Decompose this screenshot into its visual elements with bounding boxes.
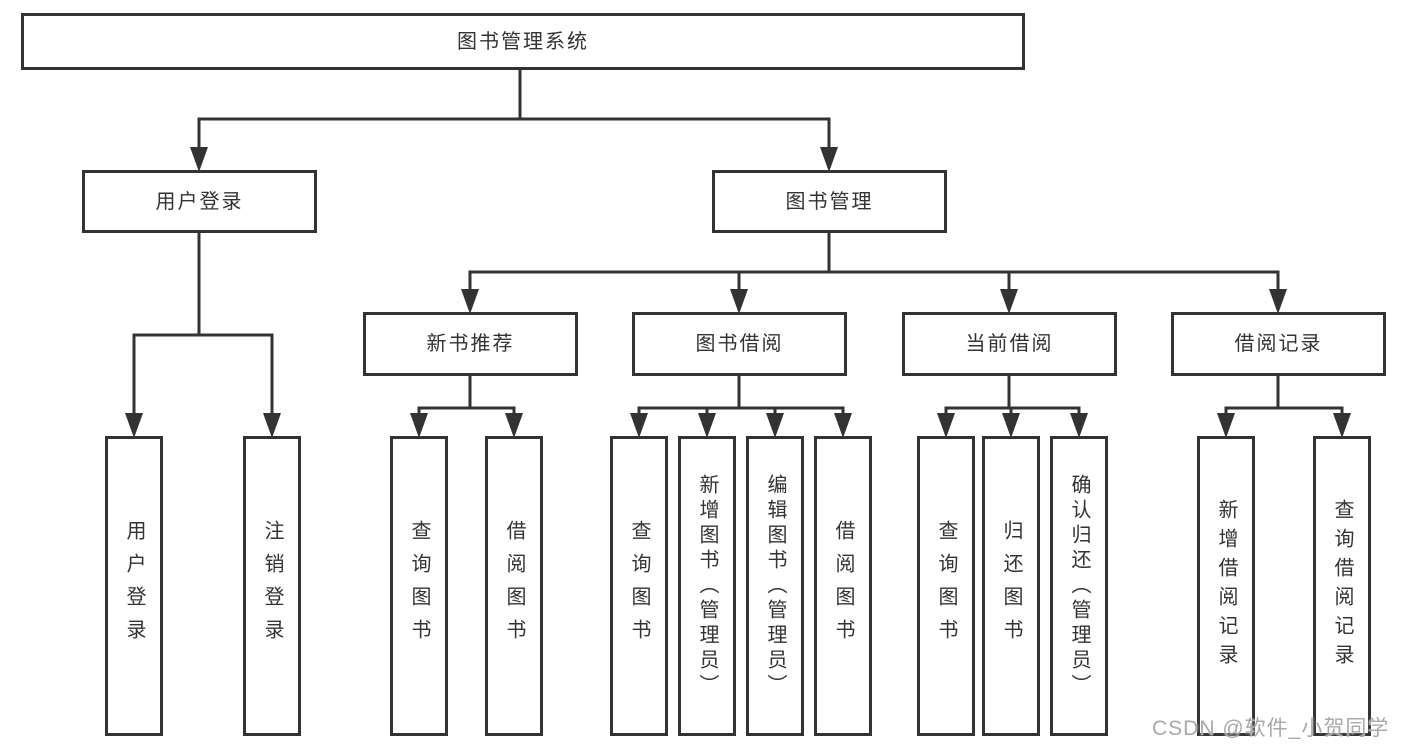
watermark: CSDN @软件_小贺同学: [1152, 717, 1390, 740]
leaf-query-books-recommend: 查询图书: [390, 436, 448, 736]
node-book-borrowing: 图书借阅: [632, 312, 847, 376]
node-book-management: 图书管理: [712, 170, 947, 233]
leaf-query-books-current: 查询图书: [917, 436, 975, 736]
leaf-query-borrow-record: 查询借阅记录: [1313, 436, 1371, 736]
leaf-edit-books-admin: 编辑图书（管理员）: [746, 436, 804, 736]
leaf-add-books-admin: 新增图书（管理员）: [678, 436, 736, 736]
arrowheads: [125, 147, 1351, 438]
leaf-return-books: 归还图书: [982, 436, 1040, 736]
leaf-query-books-borrow: 查询图书: [610, 436, 668, 736]
node-user-login: 用户登录: [82, 170, 317, 233]
leaf-logout: 注销登录: [243, 436, 301, 736]
leaf-user-login: 用户登录: [105, 436, 163, 736]
node-new-book-recommendation: 新书推荐: [363, 312, 578, 376]
node-borrowing-records: 借阅记录: [1171, 312, 1386, 376]
leaf-confirm-return-admin: 确认归还（管理员）: [1050, 436, 1108, 736]
leaf-borrow-books: 借阅图书: [814, 436, 872, 736]
leaf-borrow-books-recommend: 借阅图书: [485, 436, 543, 736]
node-library-system: 图书管理系统: [21, 13, 1025, 70]
node-current-borrowing: 当前借阅: [902, 312, 1117, 376]
leaf-add-borrow-record: 新增借阅记录: [1197, 436, 1255, 736]
